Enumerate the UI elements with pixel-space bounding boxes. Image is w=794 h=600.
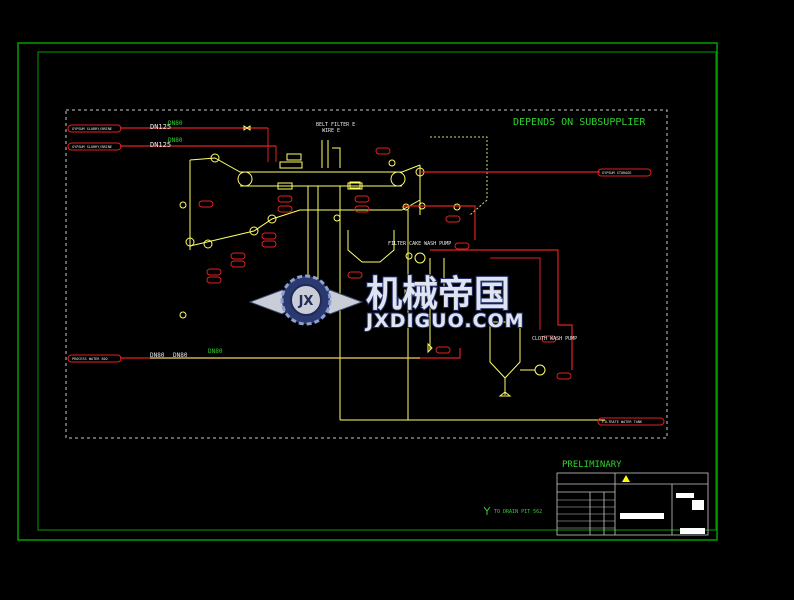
depends-note: DEPENDS ON SUBSUPPLIER xyxy=(513,117,646,128)
signal-line-green xyxy=(430,136,488,216)
instrument-tags xyxy=(198,147,572,380)
cloth-wash-pump-symbol xyxy=(534,364,546,376)
bubble-4 xyxy=(402,203,410,211)
valves xyxy=(243,125,512,397)
filter-cake-pump-label: FILTER CAKE WASH PUMP xyxy=(388,241,451,247)
inner-frame xyxy=(37,51,717,531)
terminal-left-mid xyxy=(67,142,122,151)
tag-16 xyxy=(435,346,451,354)
control-box-2 xyxy=(279,161,303,169)
terminal-right-top xyxy=(597,168,652,177)
filter-cake-pump-symbol xyxy=(414,252,426,264)
pipe-dn80-c: DN80 xyxy=(150,352,165,359)
pipe-dn125-b: DN125 xyxy=(150,141,171,149)
title-block-rows xyxy=(557,499,615,529)
belt-return xyxy=(189,199,421,247)
watermark-logo: JX xyxy=(248,274,364,326)
tag-5 xyxy=(261,240,277,248)
tag-8 xyxy=(206,268,222,276)
bubble-6 xyxy=(453,203,461,211)
roller-1 xyxy=(210,153,220,163)
tag-12 xyxy=(375,147,391,155)
tag-15 xyxy=(347,271,363,279)
terminal-left-top-text: GYPSUM SLURRY/BRINE xyxy=(72,127,112,131)
title-block xyxy=(556,472,709,536)
roller-5 xyxy=(267,214,277,224)
watermark-en: JXDIGUO.COM xyxy=(364,310,525,332)
tag-4 xyxy=(261,232,277,240)
control-box-3 xyxy=(349,181,361,189)
pipe-dn125-a: DN125 xyxy=(150,123,171,131)
tag-13 xyxy=(445,215,461,223)
valve-1 xyxy=(243,125,251,131)
terminal-left-bottom xyxy=(67,354,122,363)
to-drain-label: TO DRAIN PIT 562 xyxy=(494,509,542,515)
bubble-3 xyxy=(333,214,341,222)
title-block-field-3 xyxy=(692,500,704,510)
motor-symbol xyxy=(321,140,341,168)
filtrate-tank xyxy=(347,230,395,263)
valve-4 xyxy=(404,288,411,300)
bubble-2 xyxy=(388,159,396,167)
title-block-stamp xyxy=(680,528,705,534)
pipe-dn80-e: DN80 xyxy=(208,348,223,355)
tag-18 xyxy=(541,335,557,343)
outer-frame xyxy=(17,42,718,541)
watermark-cn: 机械帝国 xyxy=(366,274,510,315)
belt-roller-right xyxy=(390,171,406,187)
terminal-left-top xyxy=(67,124,122,133)
tag-1 xyxy=(198,200,214,208)
roller-3 xyxy=(203,239,213,249)
cloth-wash-pump-label: CLOTH WASH PUMP xyxy=(532,336,577,342)
vacuum-box-1 xyxy=(277,182,293,190)
belt-filter-label: BELT FILTER E xyxy=(316,122,355,128)
bubble-1 xyxy=(179,201,187,209)
control-box-1 xyxy=(286,153,302,161)
watermark-badge: JX xyxy=(298,294,314,309)
title-block-field-1 xyxy=(620,513,664,519)
watermark-gear-inner xyxy=(290,284,322,316)
wash-line xyxy=(430,249,573,370)
valve-3 xyxy=(498,391,512,397)
vacuum-box-2 xyxy=(347,182,363,190)
belt-filter-lower-belt xyxy=(189,160,421,250)
terminal-left-bottom-text: PROCESS WATER 802 xyxy=(72,357,108,361)
terminal-right-top-text: GYPSUM STORAGE xyxy=(602,171,632,175)
tag-6 xyxy=(230,252,246,260)
bubble-7 xyxy=(405,252,413,260)
pipe-dn80-b: DN80 xyxy=(168,137,183,144)
drain-symbol xyxy=(483,506,491,515)
tag-17 xyxy=(556,372,572,380)
terminal-right-bottom-text: FILTRATE WATER TANK xyxy=(602,420,643,424)
recirc-line xyxy=(403,205,476,240)
belt-filter-upper-belt xyxy=(189,157,421,173)
tag-2 xyxy=(277,195,293,203)
wash-return xyxy=(490,257,541,330)
tag-7 xyxy=(230,260,246,268)
valve-2 xyxy=(427,342,433,354)
subsupplier-boundary xyxy=(65,109,668,439)
process-water-line xyxy=(120,348,461,359)
tag-11 xyxy=(354,205,370,213)
preliminary-label: PRELIMINARY xyxy=(562,460,622,470)
title-block-outer xyxy=(556,472,709,536)
tag-14 xyxy=(454,242,470,250)
pipe-dn80-a: DN80 xyxy=(168,120,183,127)
tag-3 xyxy=(277,205,293,213)
terminal-right-bottom xyxy=(597,417,665,426)
bubble-8 xyxy=(179,311,187,319)
belt-roller-left xyxy=(237,171,253,187)
separator-vessel xyxy=(489,321,521,379)
title-block-field-2 xyxy=(676,493,694,498)
belt-filter-sublabel: WIRE E xyxy=(322,128,340,134)
warning-triangle xyxy=(622,475,630,482)
roller-4 xyxy=(249,226,259,236)
terminal-left-mid-text: GYPSUM SLURRY/BRINE xyxy=(72,145,112,149)
pipe-dn80-d: DN80 xyxy=(173,352,188,359)
tag-10 xyxy=(354,195,370,203)
tag-9 xyxy=(206,276,222,284)
